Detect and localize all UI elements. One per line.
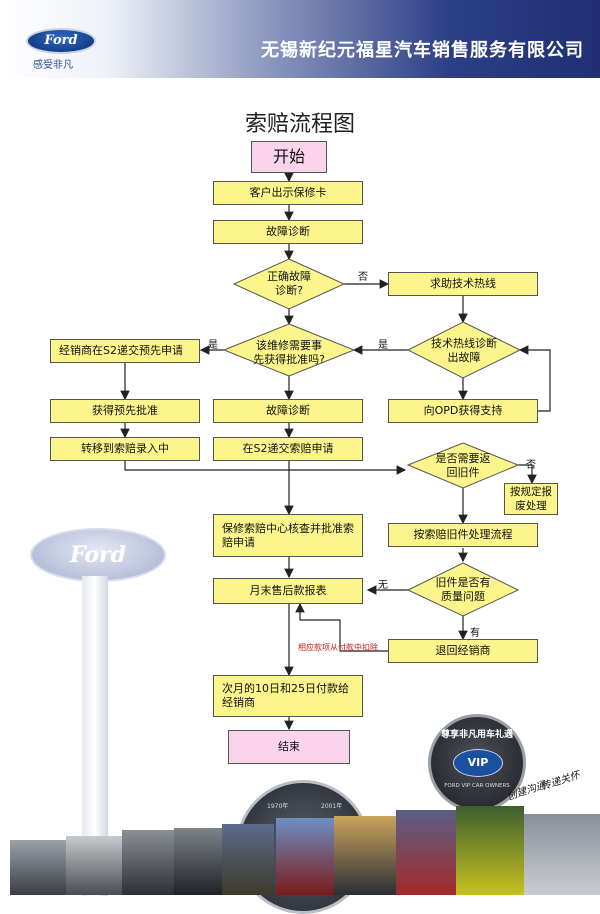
tech-hotline-step: 求助技术热线 [388,272,538,296]
page-title: 索赔流程图 [244,112,355,137]
badge-title: 尊享非凡用车礼遇 [440,730,513,740]
label-no-2: 否 [526,460,536,471]
car-photo [334,816,396,895]
flow-connectors [120,172,551,731]
badge-vip: VIP [453,749,503,777]
car-photo [222,824,274,895]
transfer-entry-step: 转移到索赔录入中 [50,437,200,461]
s2-claim-step: 在S2递交索赔申请 [213,437,363,461]
ford-logo: Ford [26,28,96,54]
car-photo [276,818,334,895]
preapproval-decision: 该维修需要事先获得批准吗? [253,339,325,366]
label-yes-2: 是 [378,340,388,351]
scrap-step: 按规定报废处理 [504,483,558,515]
fault-diag-step-2: 故障诊断 [213,399,363,423]
month-report-step: 月末售后款报表 [213,578,363,604]
diamond-correct-diag [232,258,346,310]
correct-diag-decision: 正确故障诊断? [267,270,311,297]
car-photo [524,814,600,895]
old-part-flow-step: 按索赔旧件处理流程 [388,523,538,547]
pay-step: 次月的10日和25日付款给经销商 [213,675,363,717]
diamond-hotline-diag [406,321,522,379]
car-photo [122,830,174,895]
company-name: 无锡新纪元福星汽车销售服务有限公司 [261,40,584,61]
hotline-diag-decision: 技术热线诊断出故障 [431,337,497,364]
need-return-decision: 是否需要返回旧件 [435,452,491,479]
label-yes-3: 有 [470,628,480,639]
car-photo-strip: 1970年 2001年 [0,780,600,914]
label-no-1: 否 [358,272,368,283]
diamond-quality [406,562,520,617]
quality-decision: 旧件是否有质量问题 [435,576,491,603]
center-review-step: 保修索赔中心核查并批准索赔申请 [213,514,363,557]
return-dealer-step: 退回经销商 [388,639,538,663]
label-no-3: 无 [378,580,388,591]
year-2001: 2001年 [321,803,343,810]
car-photo [66,836,122,895]
car-photo [10,840,66,895]
show-card-step: 客户出示保修卡 [213,181,363,205]
badge-sub: FORD VIP CAR OWNERS [444,783,510,789]
fault-diag-step: 故障诊断 [213,220,363,244]
header-banner: Ford 感受非凡 无锡新纪元福星汽车销售服务有限公司 [0,0,600,78]
start-node: 开始 [251,141,327,173]
dealer-s2-step: 经销商在S2递交预先申请 [50,339,200,363]
vip-badge: 尊享非凡用车礼遇 VIP FORD VIP CAR OWNERS [428,714,526,812]
brand-tagline: 感受非凡 [33,60,73,71]
label-yes-1: 是 [208,340,218,351]
year-1970: 1970年 [267,803,289,810]
deduct-note: 相应款项从付款中扣除 [298,643,378,652]
pole-logo-oval: Ford [30,528,166,582]
diamond-need-return [406,442,520,489]
car-photo [174,828,222,895]
car-photo [396,810,456,895]
car-photo [456,806,524,895]
opd-support-step: 向OPD获得支持 [388,399,538,423]
diamond-preapproval [222,323,356,377]
get-approval-step: 获得预先批准 [50,399,200,423]
end-node: 结束 [228,730,350,764]
